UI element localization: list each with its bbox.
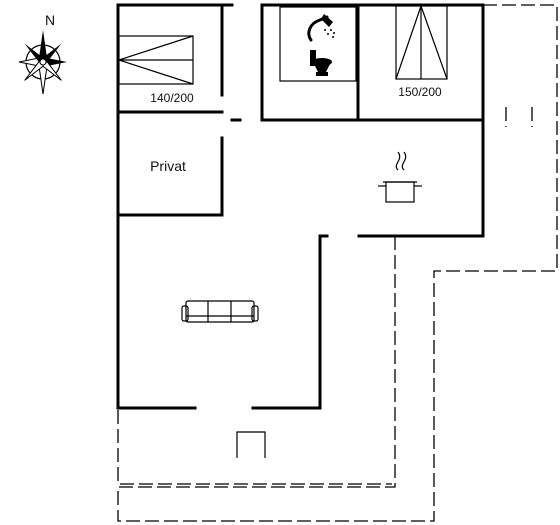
bathroom [279, 6, 357, 82]
bed-150-200: 150/200 [395, 5, 448, 99]
entrance-steps [236, 431, 266, 458]
sofa-icon [181, 300, 259, 323]
walls [116, 3, 485, 410]
terrace-outline [117, 4, 558, 522]
bed-size-label: 150/200 [398, 85, 442, 99]
compass-north-label: N [45, 12, 55, 28]
bed-140-200: 140/200 [118, 35, 194, 105]
cooking-pot-icon [378, 151, 422, 203]
bed-size-label: 140/200 [150, 91, 194, 105]
toilet-icon [310, 50, 332, 76]
compass-rose-icon: N [18, 12, 67, 95]
room-label-privat: Privat [150, 158, 186, 174]
shower-icon [307, 14, 335, 42]
